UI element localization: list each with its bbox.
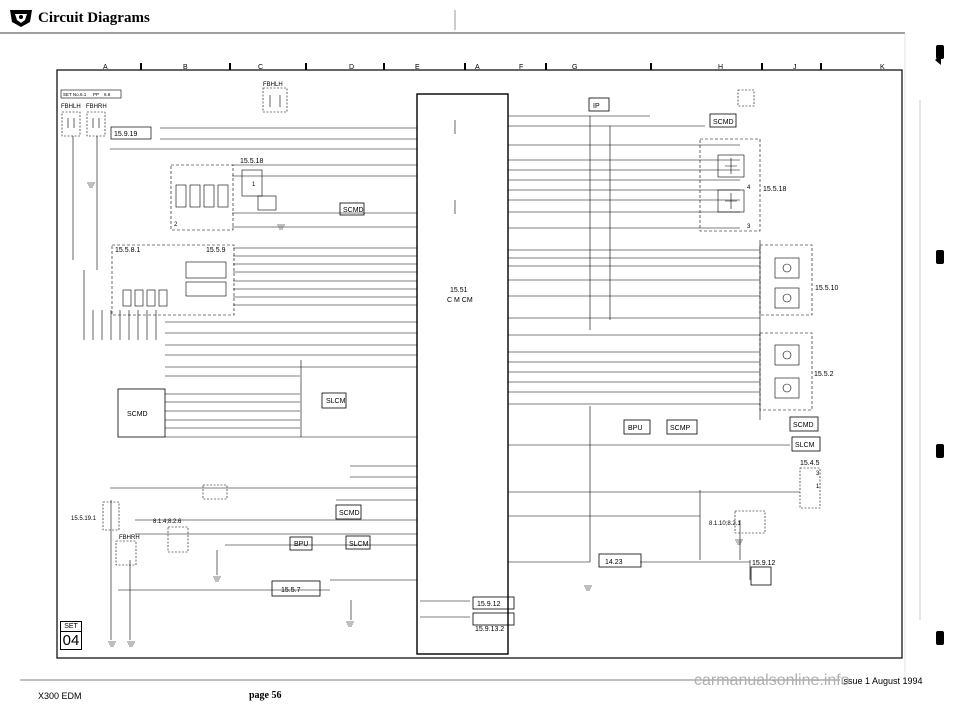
bpu-right: BPU [628,425,642,432]
cmcm-module [416,93,509,655]
grid-col: A [103,64,108,71]
slcm-right: SLCM [795,442,815,449]
footer-issue: Issue 1 August 1994 [841,676,923,686]
ref-15-9-19: 15.9.19 [114,131,137,138]
ref-15-5-18-left: 15.5.18 [240,158,263,165]
ref-15-5-18-right: 15.5.18 [763,186,786,193]
ref-8-1-4: 8.1.4;8.2.6 [153,519,182,525]
svg-text:SET No.: SET No. [63,92,80,97]
bpu-low: BPU [294,541,308,548]
slcm-mid: SLCM [326,398,346,405]
ref-15-5-2: 15.5.2 [814,371,834,378]
svg-text:1: 1 [252,182,256,188]
set-ref-box: SET No. 6.1 PP 6.6 [60,89,122,99]
footer-page-number: page 56 [249,690,282,701]
scmd-main: SCMD [343,207,364,214]
ref-15-4-5: 15.4.5 [800,460,820,467]
cmcm-ref: 15.51 [450,287,468,294]
ref-15-5-8-1: 15.5.8.1 [115,247,140,254]
svg-text:FBHLH: FBHLH [61,104,81,110]
grid-col: D [349,64,354,71]
ref-15-9-12-b: 15.9.12 [752,560,775,567]
scmd-mid: SCMD [339,510,360,517]
ip-box: IP [593,103,600,110]
scmd-low-right: SCMD [793,422,814,429]
svg-text:6.6: 6.6 [104,92,111,97]
scmd-left: SCMD [127,411,148,418]
scmp-box: SCMP [670,425,691,432]
watermark: carmanualsonline.info [694,672,850,689]
grid-col: H [718,64,723,71]
cmcm-label: C M CM [447,297,473,304]
grid-col: G [572,64,577,71]
footer-doc-id: X300 EDM [38,691,82,701]
svg-text:3: 3 [747,224,751,230]
page-title: Circuit Diagrams [38,10,150,26]
right-wires [508,115,800,563]
ref-15-5-19-1: 15.5.19.1 [71,516,97,522]
scmd-top-right: SCMD [713,119,734,126]
grid-col: A [475,64,480,71]
left-wires [110,127,470,618]
fbhlh-top: FBHLH [262,82,288,113]
ref-15-5-7: 15.5.7 [281,587,301,594]
ref-15-5-10: 15.5.10 [815,285,838,292]
ref-8-1-10: 8.1.10;8.2.1 [709,521,741,527]
grid-columns: A B C D E A F G H J K [103,64,885,71]
grid-col: K [880,64,885,71]
grid-col: F [519,64,523,71]
svg-text:FBHRH: FBHRH [86,104,107,110]
svg-text:6.1: 6.1 [80,92,87,97]
svg-text:PP: PP [93,92,99,97]
page-badge: SET 04 [60,621,82,651]
grid-col: J [793,64,797,71]
svg-text:4: 4 [747,185,751,191]
ref-15-9-12-a: 15.9.12 [477,601,500,608]
svg-text:2: 2 [174,222,178,228]
fbhrh-low: FBHRH [119,535,140,541]
grid-col: B [183,64,188,71]
grid-col: E [415,64,420,71]
grid-col: C [258,64,263,71]
slcm-low: SLCM [349,541,369,548]
svg-text:3: 3 [816,471,820,477]
ref-15-9-13-2: 15.9.13.2 [475,626,504,633]
svg-text:1: 1 [816,484,820,490]
ref-15-5-9: 15.5.9 [206,247,226,254]
jaguar-logo-icon [10,10,32,27]
fbh-top-left: FBHLH FBHRH [61,104,107,137]
ref-14-23: 14.23 [605,559,623,566]
svg-text:FBHLH: FBHLH [263,82,283,88]
